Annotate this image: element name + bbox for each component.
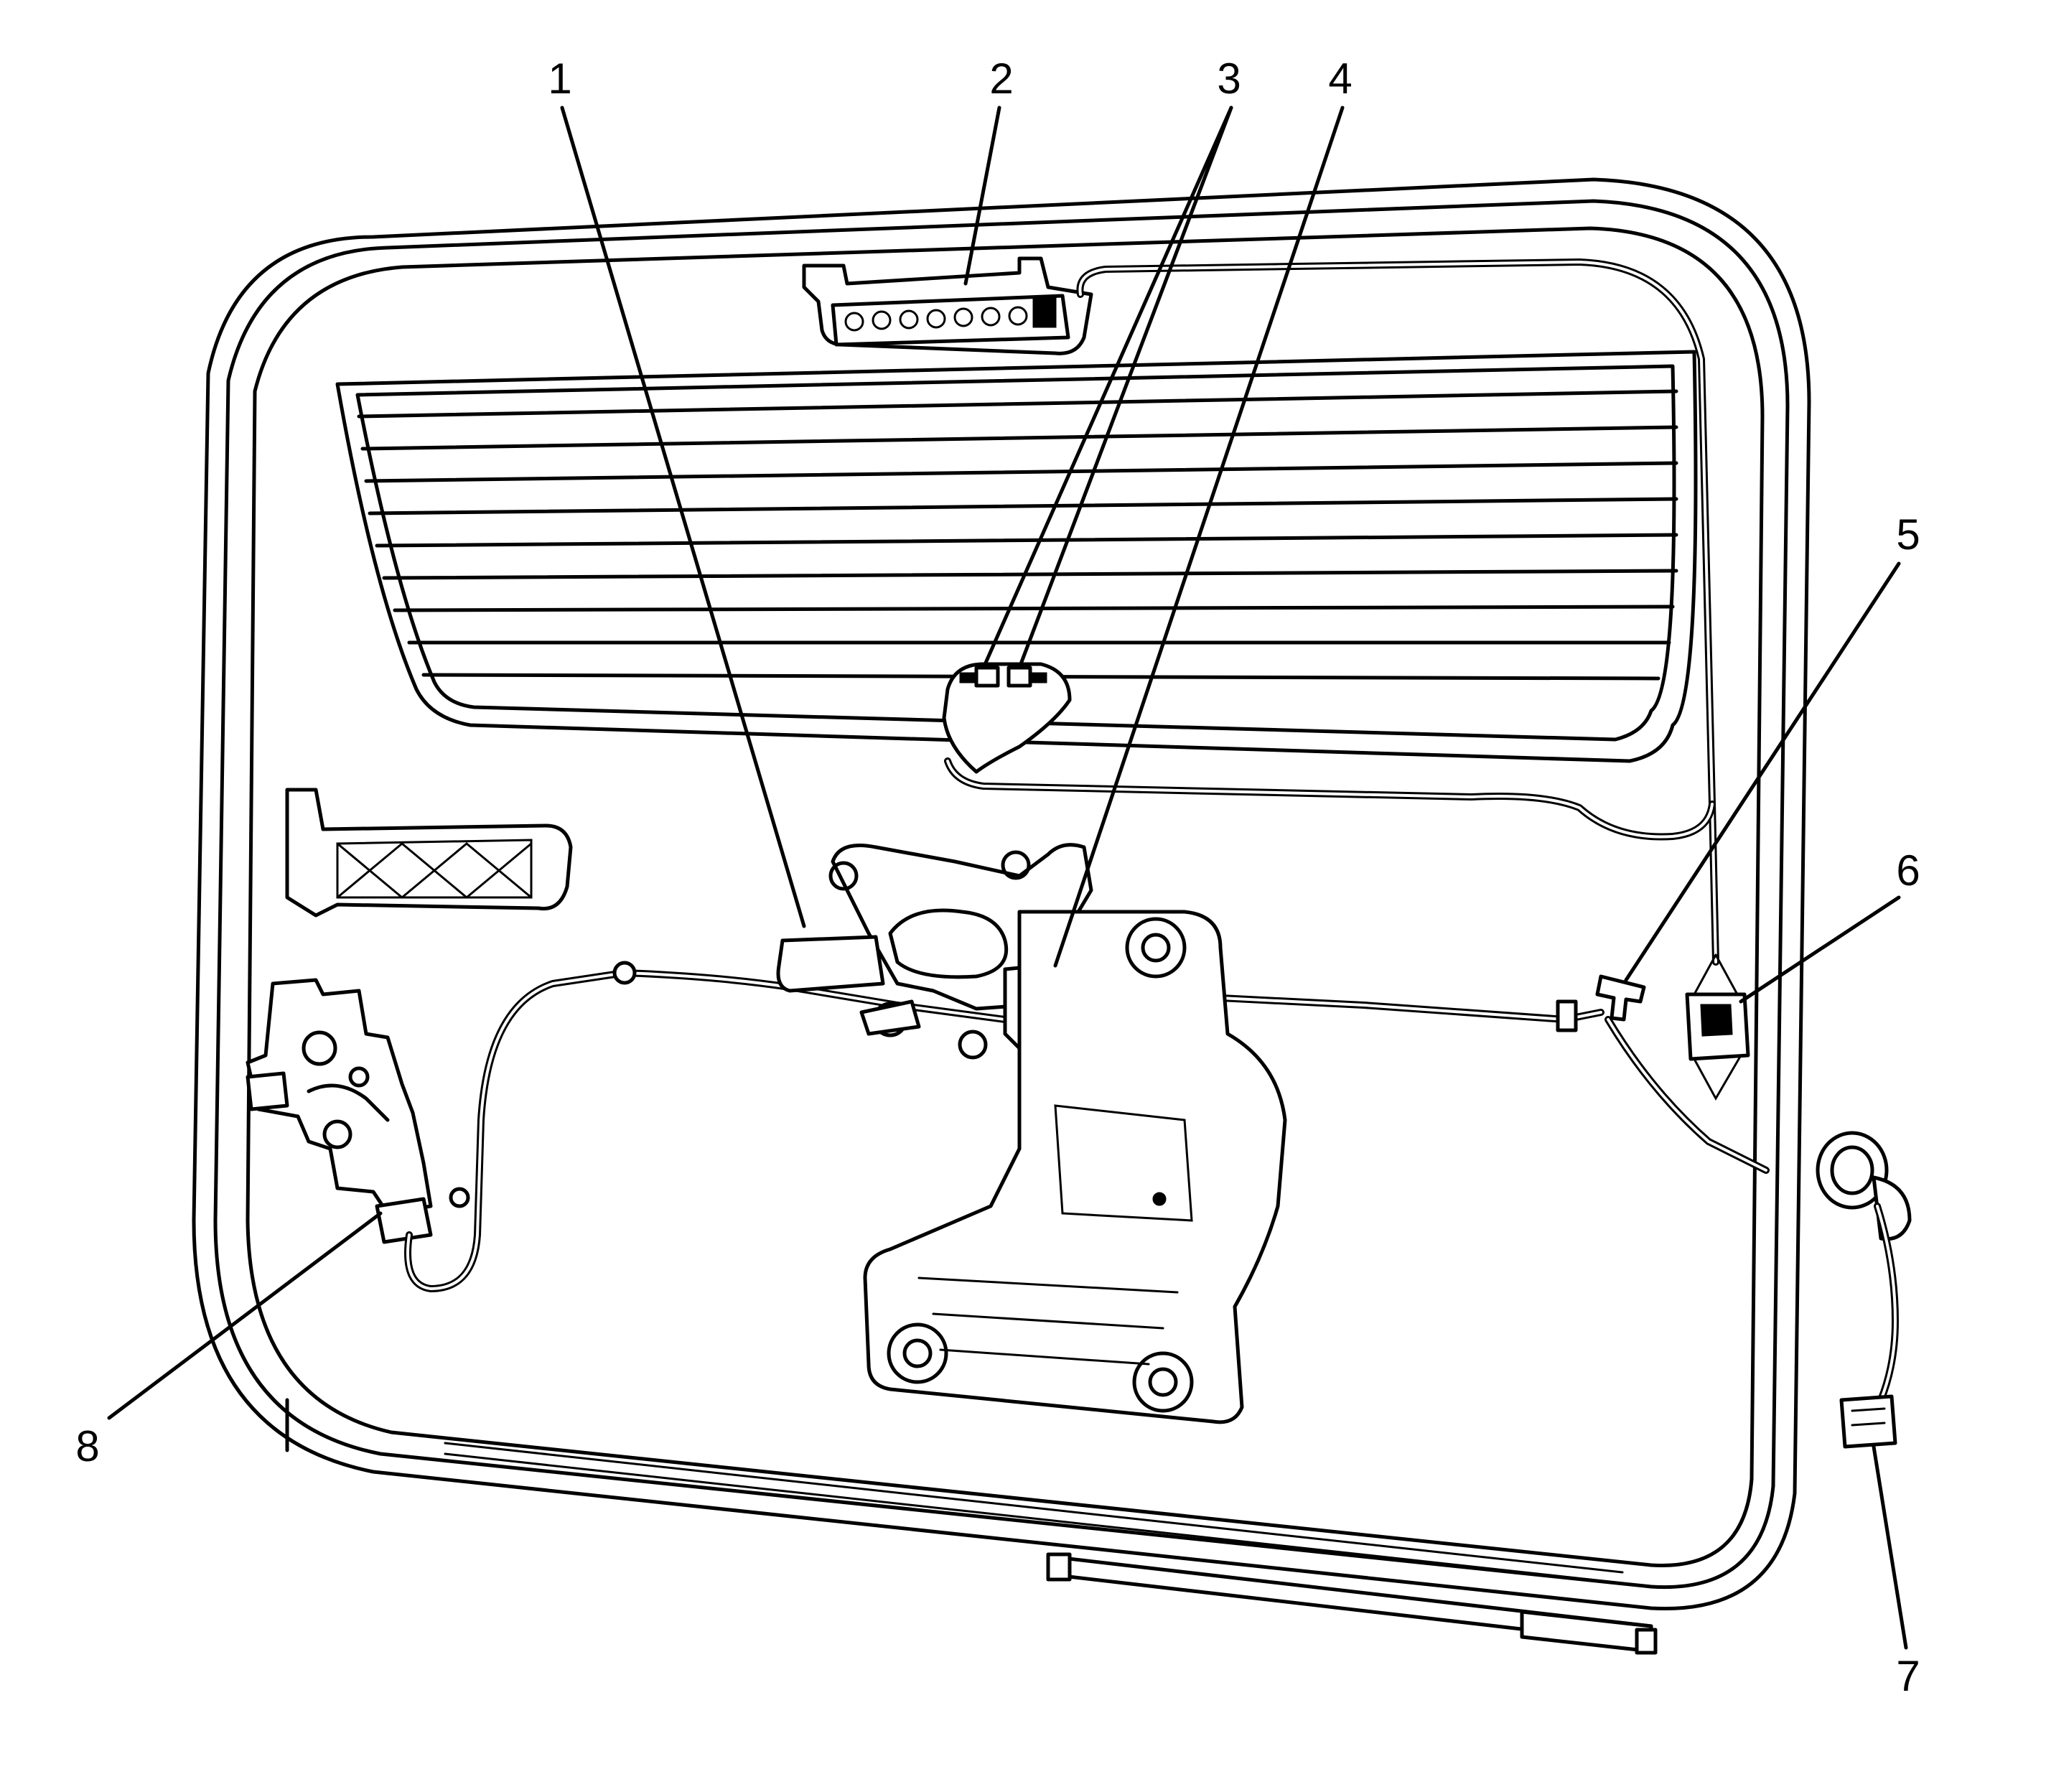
callout-1: 1 — [548, 55, 571, 103]
latch-assembly — [246, 978, 433, 1244]
callout-labels: 1 2 3 4 5 6 7 8 — [75, 55, 1920, 1700]
inline-connector — [1685, 953, 1750, 1101]
leader-5 — [1624, 561, 1901, 982]
liftgate-handle — [285, 788, 573, 918]
callout-2: 2 — [989, 55, 1013, 103]
callout-8: 8 — [75, 1422, 99, 1470]
lower-wiring-harness — [404, 961, 1770, 1292]
leader-1 — [560, 106, 806, 928]
harness-grommet — [1816, 1131, 1912, 1241]
callout-4: 4 — [1328, 55, 1352, 103]
body-harness-connector — [1839, 1203, 1899, 1449]
callout-3: 3 — [1217, 55, 1241, 103]
leader-3a — [981, 106, 1233, 670]
leader-7 — [1872, 1445, 1908, 1650]
leader-4 — [1053, 106, 1345, 968]
high-mount-stop-lamp — [802, 256, 1093, 355]
upper-wiring-harness — [944, 258, 1719, 966]
callout-6: 6 — [1896, 846, 1920, 895]
leader-6 — [1739, 895, 1901, 1004]
callout-7: 7 — [1896, 1652, 1920, 1700]
leader-3b — [1017, 106, 1233, 670]
callout-5: 5 — [1896, 510, 1920, 559]
wiper-mounting-bracket — [863, 910, 1287, 1424]
defogger-connectors — [942, 662, 1072, 774]
leader-8 — [107, 1211, 383, 1420]
lift-support-strut — [1046, 1552, 1658, 1655]
leader-2 — [963, 106, 1001, 286]
leader-lines — [107, 106, 1908, 1650]
harness-retainer — [1556, 974, 1646, 1032]
liftgate-frame — [192, 177, 1811, 1611]
